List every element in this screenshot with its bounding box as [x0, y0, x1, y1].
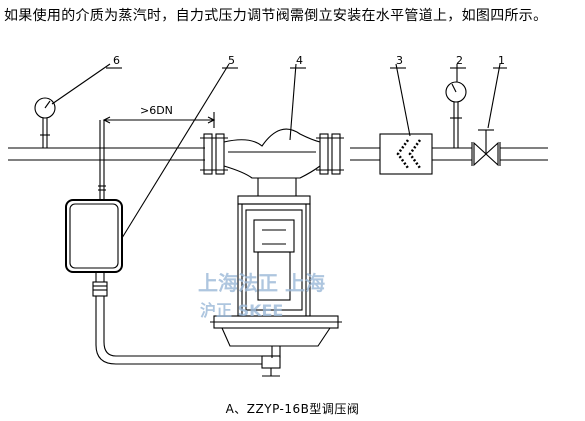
- callout-leaders: [51, 63, 507, 239]
- callout-2: 2: [456, 54, 463, 67]
- pressure-gauge-2: [445, 81, 467, 148]
- intro-text: 如果使用的介质为蒸汽时，自力式压力调节阀需倒立安装在水平管道上，如图四所示。: [4, 8, 548, 24]
- regulator-valve-4: [200, 128, 344, 317]
- strainer-3: [379, 133, 433, 175]
- dimension-6dn: [102, 112, 216, 128]
- watermark-line2: 沪正 SKEE: [200, 301, 283, 320]
- main-pipe: [8, 147, 548, 161]
- stop-valve-1: [471, 129, 501, 167]
- callout-5: 5: [228, 54, 235, 67]
- watermark-line1: 上海法正 上海: [198, 271, 325, 295]
- diaphragm-actuator: [210, 315, 342, 377]
- condensate-pot-5: [65, 199, 262, 365]
- sensing-line-tap: [98, 120, 106, 200]
- dimension-label: >6DN: [140, 104, 173, 117]
- figure-caption: A、ZZYP-16B型调压阀: [225, 402, 360, 416]
- pressure-gauge-6: [34, 97, 56, 148]
- callout-3: 3: [396, 54, 403, 67]
- callout-1: 1: [498, 54, 505, 67]
- callout-6: 6: [113, 54, 120, 67]
- callout-4: 4: [296, 54, 303, 67]
